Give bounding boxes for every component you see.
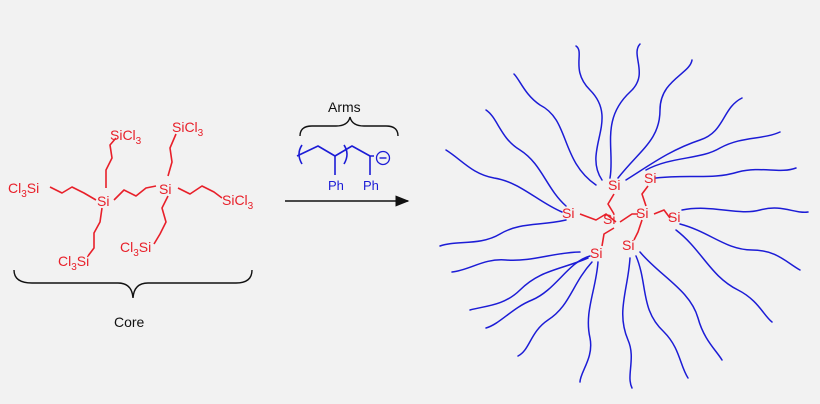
star-core-bond — [653, 209, 671, 219]
star-arm — [645, 131, 781, 171]
star-si-label: Si — [622, 237, 634, 253]
star-core-bond — [641, 185, 649, 207]
core-bond-bottom-right-arm — [153, 195, 169, 245]
star-arm — [635, 255, 689, 379]
star-si-label: Si — [644, 170, 656, 186]
star-arm — [445, 149, 563, 213]
core-cl3si-bottom-left-label: Cl3Si — [58, 253, 89, 273]
core-bond-bottom-left-arm — [87, 207, 103, 257]
star-si-label: Si — [603, 211, 615, 227]
star-core-bond — [607, 193, 615, 215]
star-arm — [639, 251, 723, 361]
core-si-right-label: Si — [159, 181, 171, 197]
star-core-bond — [601, 227, 615, 247]
core-sicl3-right-label: SiCl3 — [222, 192, 254, 212]
arms-right-bracket — [343, 144, 348, 165]
star-arm — [579, 261, 599, 383]
core-si-left-label: Si — [97, 193, 109, 209]
star-arm — [609, 43, 641, 179]
arms-caption: Arms — [328, 99, 361, 115]
arms-structure: Ph Ph — [296, 144, 391, 193]
core-bond-top-left-arm — [105, 137, 117, 188]
core-cl3si-left-label: Cl3Si — [8, 180, 39, 200]
star-core-bond — [579, 213, 617, 223]
star-arm — [625, 97, 743, 181]
star-arm — [439, 219, 567, 247]
star-polymer: Si Si Si Si Si Si Si Si — [439, 43, 809, 389]
star-core-bond — [633, 219, 643, 241]
star-si-label: Si — [608, 177, 620, 193]
core-sicl3-top-right-label: SiCl3 — [172, 119, 204, 139]
star-core-bond — [619, 213, 638, 223]
arms-charge-ring — [375, 150, 391, 166]
core-bond-bridge — [113, 185, 157, 201]
arms-ph-label-1: Ph — [328, 178, 344, 193]
star-arm — [485, 109, 567, 207]
core-cl3si-bottom-mid-label: Cl3Si — [120, 239, 151, 259]
star-arm — [675, 229, 773, 323]
star-si-label: Si — [590, 245, 602, 261]
core-bond-top-right-arm — [167, 133, 177, 177]
core-sicl3-top-left-label: SiCl3 — [110, 127, 142, 147]
core-bond-left-arm — [49, 186, 97, 201]
core-caption: Core — [114, 314, 145, 330]
star-arm — [617, 59, 693, 179]
star-arm — [513, 73, 597, 186]
star-arm — [485, 255, 591, 329]
core-brace — [13, 269, 253, 299]
star-si-label: Si — [562, 205, 574, 221]
star-arm — [679, 223, 801, 271]
arms-chain — [296, 145, 374, 157]
star-si-label: Si — [668, 209, 680, 225]
arms-ph-label-2: Ph — [363, 178, 379, 193]
star-arm — [622, 257, 633, 389]
star-arm — [451, 251, 581, 273]
star-si-label: Si — [636, 205, 648, 221]
core-bond-right-arm — [177, 185, 223, 199]
star-arm — [655, 167, 797, 179]
star-arm — [575, 45, 603, 181]
star-arm — [681, 207, 809, 213]
arms-brace — [299, 116, 399, 137]
star-arm — [517, 261, 593, 357]
core-molecule: Cl3Si Si SiCl3 Cl3Si Si SiCl3 SiCl3 Cl3S… — [8, 119, 254, 273]
star-arm — [469, 257, 589, 311]
